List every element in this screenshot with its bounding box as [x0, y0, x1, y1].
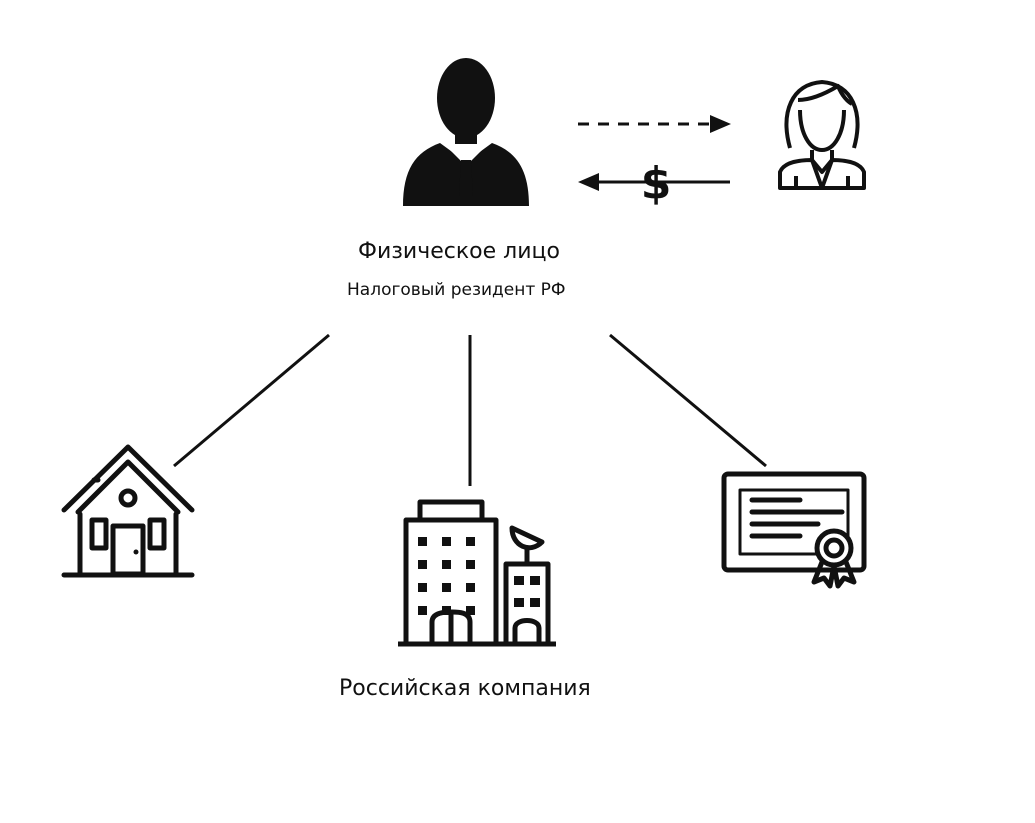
payment-arrow — [578, 173, 730, 191]
dollar-sign: $ — [641, 158, 672, 209]
person-subtitle: Налоговый резидент РФ — [347, 280, 566, 300]
link-house — [173, 333, 330, 468]
house-icon — [61, 444, 195, 578]
office-building-icon — [398, 499, 556, 647]
office-windows — [418, 537, 540, 615]
certificate-icon — [721, 471, 867, 589]
link-certificate — [609, 333, 767, 468]
woman-icon — [778, 80, 866, 190]
company-label: Российская компания — [339, 676, 591, 701]
businessman-icon — [403, 58, 529, 206]
person-title: Физическое лицо — [358, 239, 560, 264]
service-arrow — [578, 115, 731, 133]
